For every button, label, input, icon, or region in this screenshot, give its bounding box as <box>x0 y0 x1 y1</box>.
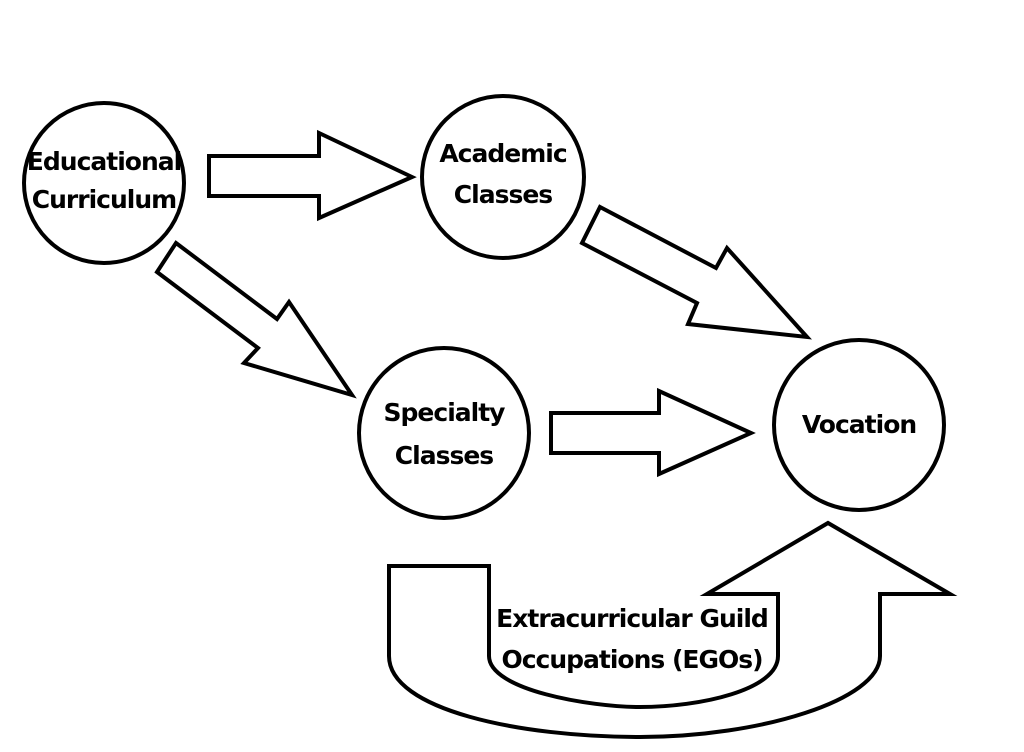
node-label-line: Specialty <box>384 398 506 427</box>
node-circle <box>357 346 531 520</box>
node-label-line: Educational <box>27 147 181 176</box>
node-label-line: Vocation <box>802 410 916 439</box>
node-academic-classes: Academic Classes <box>420 94 586 260</box>
node-label-line: Curriculum <box>32 185 176 214</box>
u-arrow-label-line: Occupations (EGOs) <box>501 645 762 674</box>
u-arrow-extracurricular-to-vocation <box>387 520 958 740</box>
u-arrow-label-line: Extracurricular Guild <box>496 604 768 633</box>
node-label-line: Classes <box>395 441 494 470</box>
node-circle <box>22 101 186 265</box>
node-specialty-classes: Specialty Classes <box>357 346 531 520</box>
arrow-academic-to-vocation <box>579 204 812 340</box>
node-circle <box>772 338 946 512</box>
node-circle <box>420 94 586 260</box>
arrow-curriculum-to-specialty <box>154 240 357 399</box>
arrow-curriculum-to-academic <box>207 129 417 222</box>
u-arrow-label: Extracurricular Guild Occupations (EGOs) <box>496 604 769 674</box>
node-label-line: Academic <box>439 139 567 168</box>
node-educational-curriculum: Educational Curriculum <box>22 101 186 265</box>
node-vocation: Vocation <box>772 338 946 512</box>
node-label-line: Classes <box>454 180 553 209</box>
arrow-specialty-to-vocation <box>549 387 756 478</box>
